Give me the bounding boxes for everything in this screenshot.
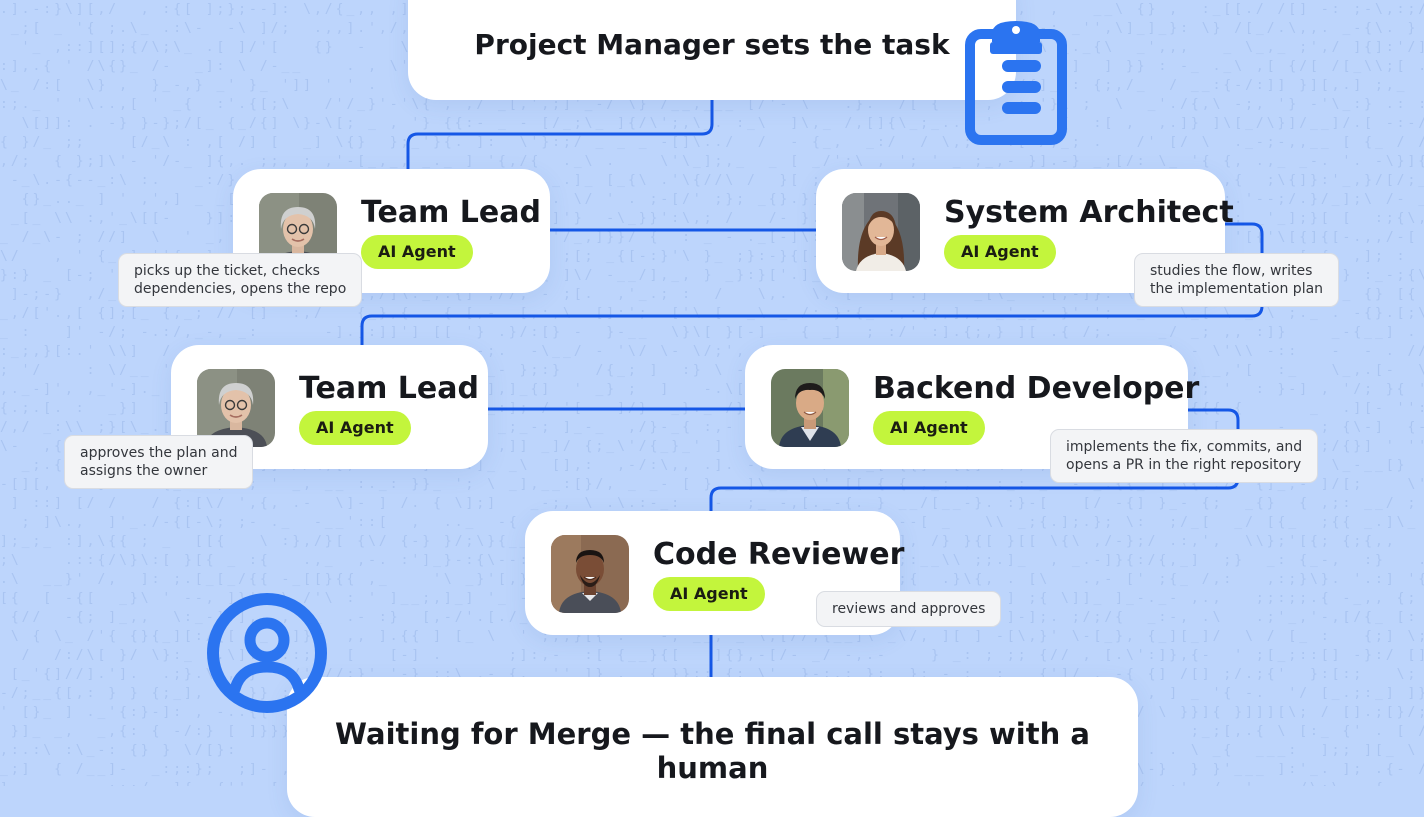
user-circle-icon [207, 593, 327, 713]
avatar-man-sweater [551, 535, 629, 613]
connector-architect-to-team-lead [362, 222, 1264, 368]
avatar-smiling-woman [842, 193, 920, 271]
ai-agent-badge: AI Agent [299, 411, 411, 445]
ai-agent-badge: AI Agent [944, 235, 1056, 269]
connector-backend-to-reviewer [711, 408, 1240, 532]
task-card: Project Manager sets the task [408, 0, 1016, 100]
avatar-man-blazer [771, 369, 849, 447]
agent-name: System Architect [944, 195, 1234, 230]
merge-title: Waiting for Merge — the final call stays… [335, 717, 1090, 785]
note-team-lead-ticket: picks up the ticket, checks dependencies… [118, 253, 363, 307]
agent-name: Code Reviewer [653, 537, 905, 572]
note-backend-fix: implements the fix, commits, and opens a… [1050, 429, 1319, 483]
task-title: Project Manager sets the task [474, 28, 950, 61]
agent-name: Team Lead [361, 195, 541, 230]
ai-agent-badge: AI Agent [361, 235, 473, 269]
agent-name: Team Lead [299, 371, 479, 406]
merge-card: Waiting for Merge — the final call stays… [287, 677, 1138, 817]
clipboard-icon [965, 21, 1067, 145]
connector-task-to-team-lead [408, 98, 714, 190]
ai-agent-badge: AI Agent [873, 411, 985, 445]
agent-card-code-reviewer: Code Reviewer AI Agent [525, 511, 904, 635]
note-team-lead-assign: approves the plan and assigns the owner [64, 435, 254, 489]
note-reviewer-approve: reviews and approves [816, 591, 1002, 627]
note-architect-plan: studies the flow, writes the implementat… [1134, 253, 1340, 307]
ai-agent-badge: AI Agent [653, 577, 765, 611]
flow-connectors [0, 98, 1264, 702]
agent-card-system-architect: System Architect AI Agent [816, 169, 1234, 293]
agent-name: Backend Developer [873, 371, 1200, 406]
